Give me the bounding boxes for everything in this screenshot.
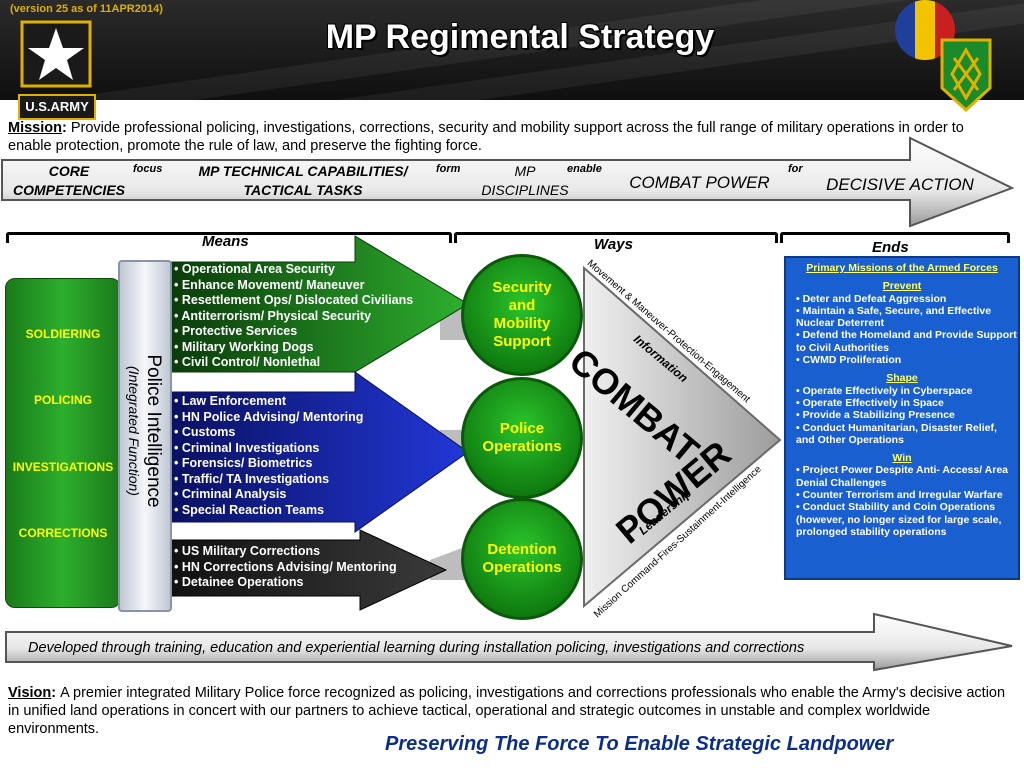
list-item: • Civil Control/ Nonlethal — [174, 355, 321, 369]
army-star-logo — [20, 20, 92, 88]
mission-label: Mission — [8, 120, 62, 136]
list-item: • Traffic/ TA Investigations — [174, 471, 330, 486]
technical-capabilities-header: MP TECHNICAL CAPABILITIES/ TACTICAL TASK… — [198, 163, 408, 198]
list-item: • Detainee Operations — [174, 575, 304, 589]
ends-box: Primary Missions of the Armed Forces Pre… — [784, 256, 1020, 580]
list-item: • Maintain a Safe, Secure, and Effective… — [796, 304, 992, 330]
security-mobility-circle: Security and Mobility Support — [461, 254, 583, 376]
ends-bracket — [780, 232, 1010, 243]
ends-title: Primary Missions of the Armed Forces — [806, 262, 998, 274]
core-policing: POLICING — [33, 393, 92, 407]
police-intelligence-text: Police Intelligence (Integrated Function… — [126, 346, 164, 516]
list-item: • Special Reaction Teams — [174, 502, 325, 517]
discipline-security-label: Security and Mobility Support — [492, 279, 552, 350]
army-logo-text: U.S.ARMY — [18, 94, 96, 120]
developed-statement: Developed through training, education an… — [28, 640, 805, 656]
core-investigations: INVESTIGATIONS — [12, 460, 114, 474]
core-corrections: CORRECTIONS — [18, 526, 108, 540]
list-item: • Criminal Investigations — [174, 440, 320, 455]
focus-label: focus — [133, 163, 163, 175]
list-item: • Counter Terrorism and Irregular Warfar… — [796, 489, 1003, 502]
version-label: (version 25 as of 11APR2014) — [10, 3, 163, 15]
police-operations-circle: Police Operations — [461, 377, 583, 499]
discipline-police-label: Police Operations — [482, 420, 562, 455]
list-item: • Protective Services — [174, 324, 298, 338]
list-item: • Operate Effectively in Cyberspace — [796, 384, 973, 397]
bottom-arrow — [5, 612, 1013, 672]
ways-label: Ways — [594, 236, 633, 253]
list-item: • Conduct Stability and Coin Operations … — [796, 501, 1002, 538]
ways-bracket — [454, 232, 778, 243]
prevent-heading: Prevent — [882, 280, 922, 293]
list-item: • Forensics/ Biometrics — [174, 456, 313, 470]
decisive-action-header: DECISIVE ACTION — [826, 175, 974, 194]
vision-label: Vision — [8, 685, 52, 701]
mission-statement: Mission: Provide professional policing, … — [8, 120, 964, 154]
police-intelligence-title: Police Intelligence — [143, 354, 164, 508]
list-item: • Defend the Homeland and Provide Suppor… — [796, 329, 1017, 354]
for-label: for — [788, 163, 803, 175]
list-item: • Military Working Dogs — [174, 339, 314, 354]
vision-statement: Vision: A premier integrated Military Po… — [8, 685, 1006, 737]
shape-heading: Shape — [886, 372, 918, 385]
list-item: • HN Corrections Advising/ Mentoring — [174, 559, 397, 574]
enable-label: enable — [567, 163, 602, 175]
header-banner — [0, 0, 1024, 100]
police-intelligence-bar: Police Intelligence (Integrated Function… — [118, 260, 172, 612]
list-item: • Provide a Stabilizing Presence — [796, 409, 955, 422]
tagline: Preserving The Force To Enable Strategic… — [385, 733, 894, 755]
list-item: • Project Power Despite Anti- Access/ Ar… — [796, 464, 1008, 489]
win-heading: Win — [892, 452, 912, 465]
list-item: • Antiterrorism/ Physical Security — [174, 308, 372, 323]
vision-text: A premier integrated Military Police for… — [8, 685, 1006, 737]
header-arrow — [1, 136, 1015, 228]
discipline-detention-label: Detention Operations — [482, 541, 562, 576]
list-item: • Resettlement Ops/ Dislocated Civilians — [174, 293, 414, 307]
mp-disciplines-header: MP DISCIPLINES — [481, 163, 569, 198]
core-soldiering: SOLDIERING — [25, 327, 101, 341]
detention-operations-circle: Detention Operations — [461, 498, 583, 620]
list-item: • Operational Area Security — [174, 262, 335, 276]
list-item: • Conduct Humanitarian, Disaster Relief,… — [796, 421, 997, 446]
list-item: • Customs — [174, 425, 236, 439]
security-task-list: • Operational Area Security • Enhance Mo… — [174, 262, 413, 371]
core-competencies-box: SOLDIERING POLICING INVESTIGATIONS CORRE… — [5, 278, 121, 608]
mp-crest-icon — [940, 38, 992, 112]
police-task-list: • Law Enforcement • HN Police Advising/ … — [174, 394, 363, 518]
means-bracket — [6, 232, 452, 243]
list-item: • HN Police Advising/ Mentoring — [174, 409, 364, 424]
list-item: • Law Enforcement — [174, 394, 287, 408]
list-item: • Operate Effectively in Space — [796, 396, 944, 409]
police-intelligence-subtitle: (Integrated Function) — [126, 366, 142, 496]
list-item: • CWMD Proliferation — [796, 354, 902, 367]
mission-text: Provide professional policing, investiga… — [8, 120, 964, 154]
combat-power-header: COMBAT POWER — [629, 173, 770, 192]
ends-label: Ends — [872, 239, 909, 256]
detention-task-list: • US Military Corrections • HN Correctio… — [174, 544, 397, 591]
page-title: MP Regimental Strategy — [325, 18, 715, 56]
core-competencies-header: CORE COMPETENCIES — [12, 163, 125, 198]
list-item: • Deter and Defeat Aggression — [796, 292, 947, 305]
means-label: Means — [202, 233, 249, 250]
list-item: • Criminal Analysis — [174, 487, 287, 501]
form-label: form — [436, 163, 461, 175]
list-item: • Enhance Movement/ Maneuver — [174, 277, 365, 292]
list-item: • US Military Corrections — [174, 544, 321, 558]
